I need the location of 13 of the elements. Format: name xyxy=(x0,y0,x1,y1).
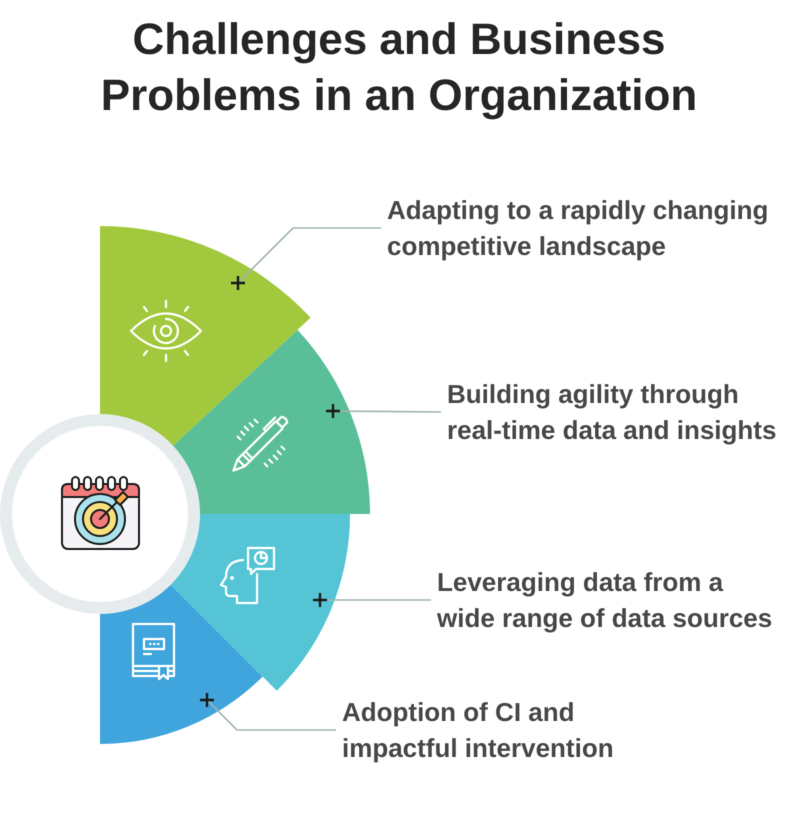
fan-sector xyxy=(170,514,350,691)
title: Challenges and Business Problems in an Organization xyxy=(100,14,698,122)
leader-line xyxy=(198,692,336,731)
fan-sector xyxy=(100,584,263,744)
callout-text: Leveraging data from a wide range of data sources xyxy=(437,564,774,636)
leader-line xyxy=(230,227,381,292)
leader-line xyxy=(312,592,431,608)
callout-text: Building agility through real-time data and insights xyxy=(447,376,778,448)
callout-text: Adoption of CI and impactful intervention xyxy=(342,694,615,766)
callout-text: Adapting to a rapidly changing competitive landscape xyxy=(387,192,770,264)
leader-line xyxy=(324,402,441,420)
fan-sector xyxy=(173,330,370,514)
fan-sector xyxy=(100,226,311,446)
